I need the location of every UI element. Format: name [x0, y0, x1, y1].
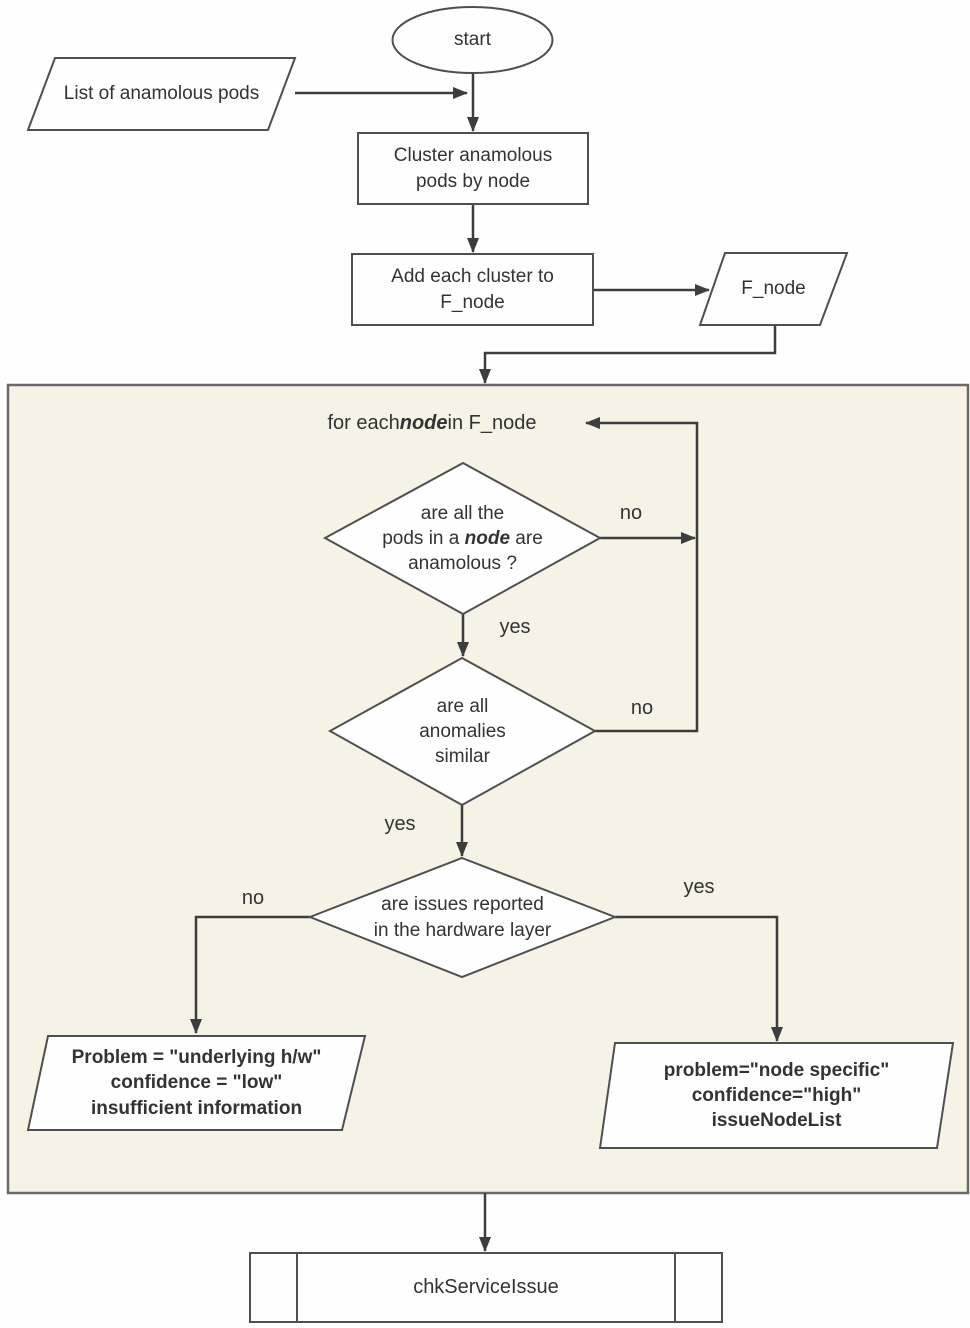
decision-pods-diamond [322, 461, 603, 616]
edge-loopback [585, 417, 699, 733]
d3-no-label: no [241, 886, 265, 909]
d3-yes-label: yes [683, 875, 715, 898]
input-list-label: List of anamolous pods [63, 83, 260, 105]
decision-similar-diamond [327, 656, 598, 807]
add-cluster-process-rect [351, 253, 594, 326]
start-label: start [454, 29, 491, 51]
edge-fnode-to-loop [479, 325, 777, 384]
fnode-label: F_node [741, 278, 806, 300]
d1-no-label: no [619, 501, 643, 524]
cluster-process-label: Cluster anamolous pods by node [393, 145, 553, 192]
loop-header-label: for each node in F_node [327, 411, 537, 434]
output-node-label: problem="node specific" confidence="high… [663, 1059, 890, 1132]
decision-similar-label: are all anomalies similar [419, 695, 506, 768]
start-terminator-shape [391, 6, 554, 74]
decision-pods-label: are all the pods in a node are anamolous… [382, 502, 543, 575]
output-node-parallelogram [598, 1042, 955, 1149]
subroutine-rect [249, 1252, 723, 1323]
decision-hw-label: are issues reported in the hardware laye… [373, 894, 552, 941]
output-hw-label: Problem = "underlying h/w" confidence = … [71, 1047, 322, 1119]
d1-yes-label: yes [499, 615, 531, 638]
add-cluster-process-label: Add each cluster to F_node [391, 266, 554, 313]
output-hw-parallelogram [26, 1035, 367, 1131]
edge-d3-no [190, 915, 310, 1034]
d2-no-label: no [630, 696, 654, 719]
fnode-parallelogram [698, 252, 849, 326]
subroutine-label: chkServiceIssue [413, 1276, 559, 1299]
d2-yes-label: yes [384, 812, 416, 835]
input-list-parallelogram [26, 57, 297, 131]
edge-d3-yes [615, 915, 783, 1042]
decision-hw-diamond [307, 856, 618, 979]
cluster-process-rect [357, 132, 589, 205]
